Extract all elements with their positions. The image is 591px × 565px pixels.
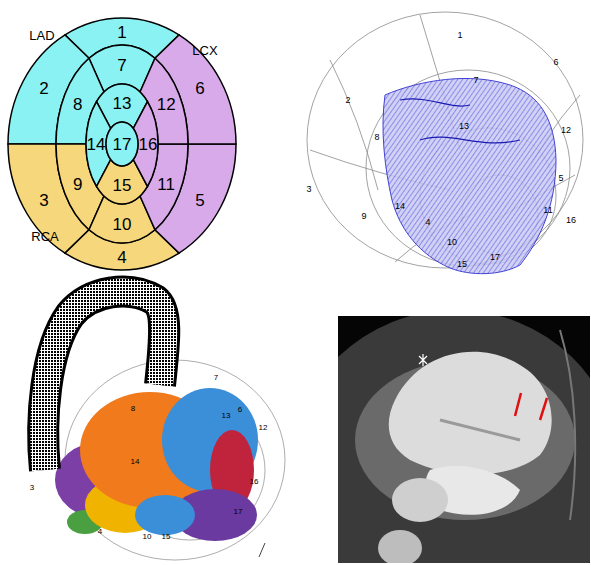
callout-number: 10 (143, 533, 152, 541)
callout-number: 1 (457, 31, 462, 40)
segment-region: 5 (195, 192, 204, 209)
segment-number: 3 (39, 191, 48, 210)
segment-number: 11 (157, 174, 175, 193)
callout-number: 2 (345, 96, 350, 105)
segment-region: 11 (157, 175, 175, 192)
segment-region: 15 (113, 177, 132, 194)
callout-number: 8 (374, 133, 379, 142)
callout-number: 11 (543, 206, 552, 215)
segment-number: 13 (113, 94, 132, 113)
segment-number: 2 (39, 78, 48, 97)
segment-number: 1 (117, 22, 126, 41)
callout-number: 3 (306, 185, 311, 194)
callout-number: 8 (131, 405, 135, 413)
callout-number: 14 (395, 202, 405, 211)
callout-number: 14 (131, 458, 140, 466)
segment-number: 12 (157, 95, 176, 114)
aorta-mesh (43, 292, 164, 470)
callout-number: 13 (459, 122, 469, 131)
callout-number: 4 (98, 528, 102, 536)
segment-number: 10 (113, 214, 132, 233)
bullseye-plot (8, 18, 236, 270)
callout-number: 17 (490, 253, 500, 262)
segment-region: 4 (117, 248, 126, 265)
callout-number: 15 (457, 260, 467, 269)
segment-region: 17 (113, 136, 132, 153)
stroke-mark (259, 543, 265, 557)
mesh-surface (383, 78, 556, 273)
callout-number: 7 (473, 76, 478, 85)
segment-region: 1 (117, 23, 126, 40)
segment-region: 9 (73, 175, 82, 192)
callout-number: 6 (553, 58, 558, 67)
segment-number: 8 (73, 95, 82, 114)
callout-number: 6 (238, 406, 242, 414)
segment-region: 12 (157, 96, 176, 113)
segment-grid (65, 360, 285, 560)
segment-number: 17 (113, 135, 132, 154)
heart-segments (55, 388, 258, 541)
callout-number: 13 (222, 412, 231, 420)
segment-region: 14 (87, 136, 106, 153)
callout-number: 16 (250, 478, 259, 486)
segment-region: 7 (117, 56, 126, 73)
callout-number: 7 (214, 374, 218, 382)
segment-region: 16 (139, 136, 158, 153)
artery-label: LCX (192, 44, 217, 57)
segment-region: 6 (195, 79, 204, 96)
segment-region: 13 (113, 95, 132, 112)
callout-number: 3 (30, 484, 34, 492)
callout-number: 10 (447, 238, 457, 247)
callout-number: 5 (558, 174, 563, 183)
mesh-edge (400, 99, 520, 143)
segment-region: 8 (73, 96, 82, 113)
segment-number: 4 (117, 247, 126, 266)
artery-label: LAD (29, 29, 54, 42)
segment-number: 6 (195, 78, 204, 97)
segment-region: 2 (39, 79, 48, 96)
ct-image (338, 316, 590, 563)
callout-number: 17 (234, 508, 243, 516)
segment-number: 7 (117, 55, 126, 74)
callout-number: 16 (566, 216, 576, 225)
segment-number: 15 (113, 176, 132, 195)
segment-region: 10 (113, 215, 132, 232)
callout-number: 9 (361, 212, 366, 221)
segment-number: 9 (73, 174, 82, 193)
aorta-mesh (43, 292, 164, 470)
artery-label: RCA (31, 230, 58, 243)
segment-region: 3 (39, 192, 48, 209)
callout-number: 12 (259, 424, 268, 432)
segment-number: 14 (87, 135, 106, 154)
callout-number: 4 (425, 218, 430, 227)
callout-number: 12 (561, 126, 571, 135)
segment-number: 5 (195, 191, 204, 210)
segment-shape (106, 122, 138, 166)
callout-number: 15 (162, 533, 171, 541)
segment-number: 16 (139, 135, 158, 154)
